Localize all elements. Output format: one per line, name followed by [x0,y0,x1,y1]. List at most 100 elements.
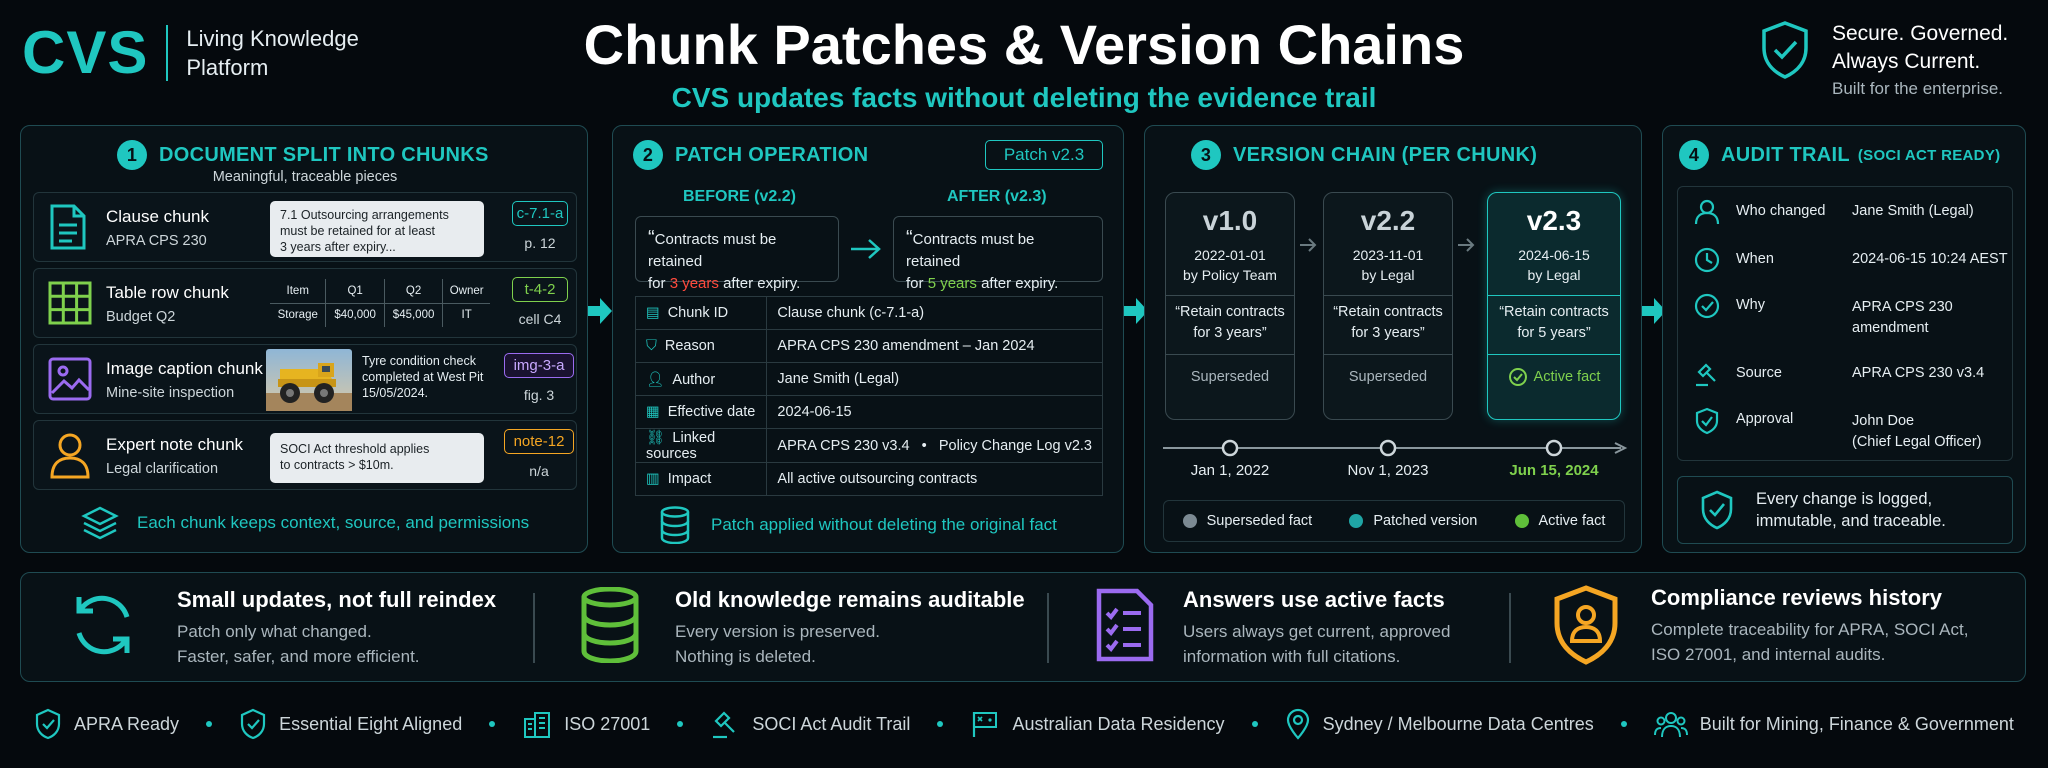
clock-icon [1694,247,1720,273]
after-label: AFTER (v2.3) [947,188,1047,205]
chunk-location: p. 12 [524,235,556,251]
arrow-right-icon [1300,238,1317,252]
version-legend: Superseded fact Patched version Active f… [1163,500,1625,542]
checklist-icon [1096,588,1154,662]
timeline-date: Jun 15, 2024 [1509,462,1599,479]
shield-check-icon [1695,407,1719,435]
page-title: Chunk Patches & Version Chains [583,13,1465,76]
legend-swatch-patched [1349,514,1364,528]
panel-patch-operation: 2 PATCH OPERATION Patch v2.3 BEFORE (v2.… [612,125,1124,553]
chunk-location: n/a [529,463,549,479]
brand-line2: Platform [186,54,269,80]
panel-audit-trail: 4 AUDIT TRAIL (SOCI ACT READY) Who chang… [1662,125,2026,553]
status-badge: Active fact [1488,367,1620,387]
page-subtitle: CVS updates facts without deleting the e… [671,82,1377,113]
audit-row-source: Source APRA CPS 230 v3.4 [1678,361,1984,387]
link-icon: ⛓︎ [646,430,665,446]
step-number: 4 [1679,140,1709,170]
before-label: BEFORE (v2.2) [683,188,796,205]
gavel-icon [1696,363,1716,387]
shield-check-icon [240,708,266,740]
brand-logo: CVS [22,19,149,86]
location-pin-icon [1286,708,1309,740]
benefits-strip: Small updates, not full reindex Patch on… [20,572,2026,682]
chunk-name: Clause chunk [106,207,210,226]
australia-flag-icon [973,712,998,737]
benefit-active-facts: Answers use active facts Users always ge… [1095,587,1450,669]
footer-badges: APRA Ready Essential Eight Aligned ISO 2… [34,708,2014,740]
check-circle-icon [1694,293,1720,319]
legend-swatch-active [1514,514,1529,528]
chunk-image-caption[interactable]: Image caption chunk Mine-site inspection… [33,344,577,414]
panel-title: DOCUMENT SPLIT INTO CHUNKS [159,143,489,166]
refresh-icon [76,595,130,655]
chunk-name: Image caption chunk [106,359,263,378]
footer-iso: ISO 27001 [522,709,650,739]
image-icon [48,357,92,401]
table-grid-icon [48,281,92,325]
security-badge: Secure. Governed. Always Current. Built … [1760,20,2008,102]
secure-line3: Built for the enterprise. [1832,79,2004,98]
timeline [1163,439,1628,457]
person-icon [50,433,90,479]
chunk-name: Expert note chunk [106,435,244,454]
brand: CVS Living Knowledge Platform [22,18,359,87]
timeline-date: Jan 1, 2022 [1190,462,1270,479]
arrow-right-icon [1642,298,1666,324]
before-fact: “Contracts must be retained for 3 years … [635,216,839,292]
arrow-right-icon [1458,238,1475,252]
mining-truck-photo [266,349,352,411]
chunk-location: cell C4 [518,311,562,327]
chunk-source: Mine-site inspection [106,385,235,401]
panel-title-suffix: (SOCI ACT READY) [1857,146,2001,164]
arrow-right-icon [588,298,612,324]
secure-line2: Always Current. [1832,50,1981,73]
layers-icon [81,506,119,540]
chunk-tag: img-3-a [504,353,574,378]
audit-row-approval: Approval John Doe(Chief Legal Officer) [1678,407,1981,453]
status-badge: Superseded [1190,369,1270,385]
status-badge: Superseded [1348,369,1428,385]
shield-check-icon [35,708,61,740]
panel-title: PATCH OPERATION [675,143,869,166]
chunk-tag: note-12 [504,429,574,454]
footer-data-centres: Sydney / Melbourne Data Centres [1285,708,1594,740]
chunk-expert-note[interactable]: Expert note chunk Legal clarification SO… [33,420,577,490]
chunk-name: Table row chunk [106,283,229,302]
shield-person-icon [1554,585,1618,665]
step-number: 2 [633,140,663,170]
benefit-small-updates: Small updates, not full reindex Patch on… [65,587,496,669]
chunk-tag: c-7.1-a [512,201,568,226]
step-number: 1 [117,140,147,170]
user-icon: 👤︎ [646,371,665,388]
footer-industries: Built for Mining, Finance & Government [1653,709,2014,739]
panel-title: VERSION CHAIN (PER CHUNK) [1233,143,1538,166]
legend-swatch-superseded [1182,514,1197,528]
arrow-right-icon [1124,298,1148,324]
arrow-right-icon [851,239,881,259]
chunk-location: fig. 3 [523,387,555,403]
chunk-clause[interactable]: Clause chunk APRA CPS 230 7.1 Outsourcin… [33,192,577,262]
shield-check-icon [1762,21,1808,79]
chunk-tag: t-4-2 [512,277,568,302]
audit-footer: Every change is logged,immutable, and tr… [1677,476,2013,544]
chunk-source: Budget Q2 [106,309,176,325]
document-icon: ▥ [646,471,660,487]
chunk-table: Item Q1 Q2 Owner Storage $40,000 $45,000… [270,279,490,327]
check-circle-icon [1508,368,1527,386]
panel-subtitle: Meaningful, traceable pieces [212,169,398,185]
calendar-icon: ▦ [646,404,660,420]
chunk-table-row[interactable]: Table row chunk Budget Q2 Item Q1 Q2 Own… [33,268,577,338]
shield-icon: ⛉ [646,338,657,354]
